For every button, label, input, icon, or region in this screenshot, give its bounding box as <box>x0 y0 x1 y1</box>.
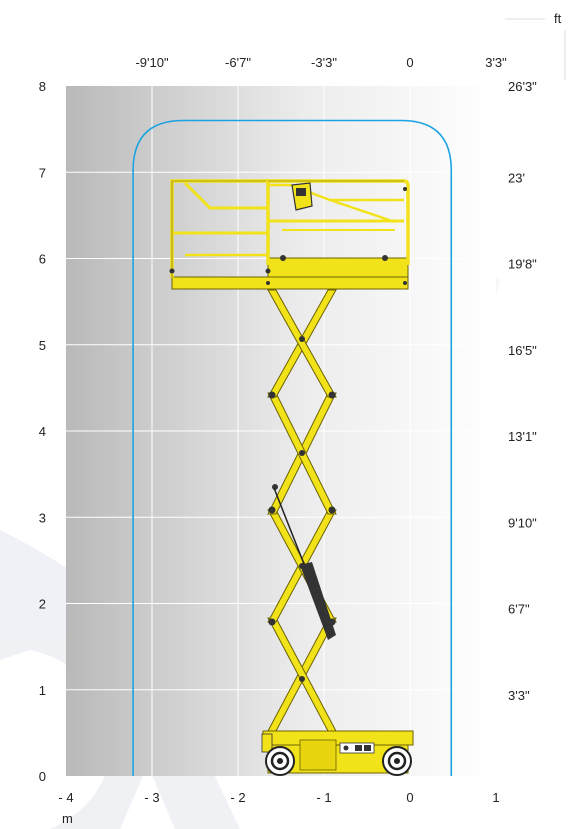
y-tick-label-ft: 16'5" <box>508 343 537 358</box>
wheel-front-icon <box>382 746 412 776</box>
x-tick-label-ft: 3'3" <box>485 55 507 70</box>
control-box-icon <box>291 182 313 211</box>
m-unit-label: m <box>62 811 73 826</box>
x-tick-label-m: - 2 <box>230 790 245 805</box>
x-axis-m-ticks: - 4 - 3 - 2 - 1 0 1 <box>58 790 499 805</box>
lift-guardrails <box>170 179 410 278</box>
y-tick-label-m: 0 <box>39 769 46 784</box>
y-tick-label-ft: 23' <box>508 170 525 185</box>
x-tick-label-ft: -9'10" <box>135 55 169 70</box>
y-tick-label-ft: 26'3" <box>508 79 537 94</box>
y-tick-label-m: 2 <box>39 597 46 612</box>
y-tick-label-m: 5 <box>39 338 46 353</box>
hydraulic-cylinder <box>273 487 336 640</box>
y-tick-label-m: 1 <box>39 683 46 698</box>
x-tick-label-m: - 1 <box>316 790 331 805</box>
y-tick-label-m: 7 <box>39 165 46 180</box>
y-tick-label-ft: 6'7" <box>508 602 530 617</box>
x-tick-label-m: - 3 <box>144 790 159 805</box>
y-tick-label-m: 8 <box>39 79 46 94</box>
ft-unit-label: ft <box>554 11 562 26</box>
y-tick-label-ft: 19'8" <box>508 257 537 272</box>
x-tick-label-m: 0 <box>406 790 413 805</box>
y-tick-label-m: 4 <box>39 424 46 439</box>
working-envelope <box>132 119 453 776</box>
x-axis-ft-ticks: -9'10" -6'7" -3'3" 0 3'3" <box>135 55 507 70</box>
y-tick-label-ft: 13'1" <box>508 429 537 444</box>
wheel-rear-icon <box>265 746 295 776</box>
y-axis-ft-ticks: 3'3" 6'7" 9'10" 13'1" 16'5" 19'8" 23' 26'3" <box>508 79 537 703</box>
y-tick-label-ft: 3'3" <box>508 688 530 703</box>
lift-platform <box>171 257 409 290</box>
x-tick-label-ft: -3'3" <box>311 55 337 70</box>
y-tick-label-ft: 9'10" <box>508 515 537 530</box>
x-tick-label-ft: 0 <box>406 55 413 70</box>
scissor-lift-illustration <box>169 179 414 776</box>
y-tick-label-m: 6 <box>39 252 46 267</box>
x-tick-label-m: - 4 <box>58 790 73 805</box>
x-tick-label-m: 1 <box>492 790 499 805</box>
x-tick-label-ft: -6'7" <box>225 55 251 70</box>
y-tick-label-m: 3 <box>39 510 46 525</box>
y-axis-m-ticks: 0 1 2 3 4 5 6 7 8 <box>39 79 46 784</box>
platform-posts <box>169 187 407 285</box>
ft-header <box>505 18 566 80</box>
scissor-pins <box>268 336 336 682</box>
